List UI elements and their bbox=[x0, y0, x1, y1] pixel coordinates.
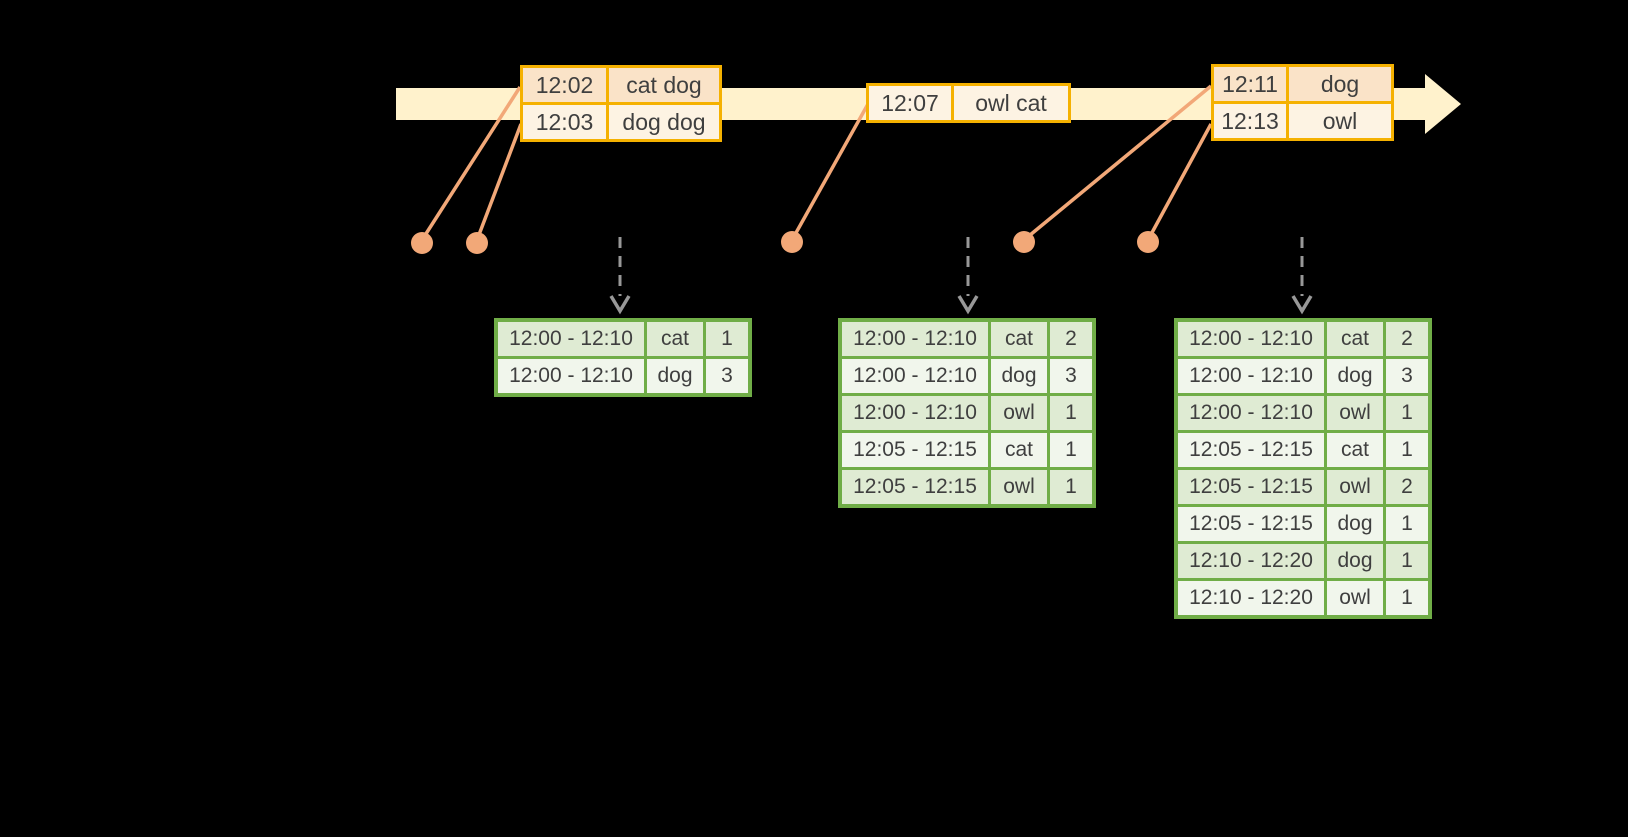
result-word: dog bbox=[1327, 507, 1383, 541]
result-word: cat bbox=[1327, 322, 1383, 356]
result-window: 12:05 - 12:15 bbox=[842, 470, 988, 504]
event-table-3: 12:11 dog 12:13 owl bbox=[1211, 64, 1394, 141]
event-words: dog bbox=[1289, 67, 1391, 101]
result-word: cat bbox=[1327, 433, 1383, 467]
result-count: 3 bbox=[1050, 359, 1092, 393]
event-time: 12:02 bbox=[523, 68, 606, 102]
result-word: owl bbox=[991, 470, 1047, 504]
result-count: 3 bbox=[1386, 359, 1428, 393]
result-word: cat bbox=[647, 322, 703, 356]
result-word: owl bbox=[1327, 581, 1383, 615]
result-window: 12:00 - 12:10 bbox=[842, 396, 988, 430]
trigger-arrowhead-icon bbox=[1291, 295, 1313, 315]
result-window: 12:00 - 12:10 bbox=[842, 359, 988, 393]
result-word: cat bbox=[991, 433, 1047, 467]
result-window: 12:05 - 12:15 bbox=[1178, 433, 1324, 467]
result-window: 12:00 - 12:10 bbox=[1178, 396, 1324, 430]
event-words: owl cat bbox=[954, 86, 1068, 120]
result-count: 1 bbox=[1050, 433, 1092, 467]
event-connector-line bbox=[790, 103, 870, 241]
result-word: cat bbox=[991, 322, 1047, 356]
result-table-1: 12:00 - 12:10 cat 1 12:00 - 12:10 dog 3 bbox=[494, 318, 752, 397]
event-connector-line bbox=[475, 123, 523, 241]
event-dot-icon bbox=[411, 232, 433, 254]
event-table-2: 12:07 owl cat bbox=[866, 83, 1071, 123]
event-words: dog dog bbox=[609, 105, 719, 139]
event-dot-icon bbox=[1137, 231, 1159, 253]
result-window: 12:05 - 12:15 bbox=[1178, 470, 1324, 504]
result-window: 12:00 - 12:10 bbox=[1178, 322, 1324, 356]
result-count: 1 bbox=[1386, 544, 1428, 578]
timeline-arrowhead-icon bbox=[1425, 74, 1461, 134]
event-connector-line bbox=[1146, 123, 1213, 241]
result-window: 12:10 - 12:20 bbox=[1178, 544, 1324, 578]
result-count: 1 bbox=[1050, 470, 1092, 504]
result-table-3: 12:00 - 12:10 cat 2 12:00 - 12:10 dog 3 … bbox=[1174, 318, 1432, 619]
event-time: 12:13 bbox=[1214, 104, 1286, 138]
result-count: 2 bbox=[1386, 470, 1428, 504]
event-words: cat dog bbox=[609, 68, 719, 102]
event-words: owl bbox=[1289, 104, 1391, 138]
trigger-arrowhead-icon bbox=[957, 295, 979, 315]
result-count: 1 bbox=[706, 322, 748, 356]
result-word: owl bbox=[1327, 470, 1383, 504]
result-window: 12:00 - 12:10 bbox=[498, 359, 644, 393]
result-window: 12:05 - 12:15 bbox=[1178, 507, 1324, 541]
event-dot-icon bbox=[1013, 231, 1035, 253]
result-window: 12:00 - 12:10 bbox=[1178, 359, 1324, 393]
result-count: 2 bbox=[1386, 322, 1428, 356]
result-window: 12:05 - 12:15 bbox=[842, 433, 988, 467]
result-window: 12:00 - 12:10 bbox=[842, 322, 988, 356]
result-word: dog bbox=[991, 359, 1047, 393]
result-window: 12:10 - 12:20 bbox=[1178, 581, 1324, 615]
result-word: dog bbox=[647, 359, 703, 393]
event-table-1: 12:02 cat dog 12:03 dog dog bbox=[520, 65, 722, 142]
result-count: 1 bbox=[1386, 433, 1428, 467]
result-count: 1 bbox=[1386, 507, 1428, 541]
event-time: 12:11 bbox=[1214, 67, 1286, 101]
result-word: owl bbox=[1327, 396, 1383, 430]
event-time: 12:07 bbox=[869, 86, 951, 120]
event-connector-line bbox=[420, 86, 522, 241]
result-word: dog bbox=[1327, 359, 1383, 393]
result-table-2: 12:00 - 12:10 cat 2 12:00 - 12:10 dog 3 … bbox=[838, 318, 1096, 508]
result-window: 12:00 - 12:10 bbox=[498, 322, 644, 356]
result-count: 1 bbox=[1386, 396, 1428, 430]
event-time: 12:03 bbox=[523, 105, 606, 139]
event-dot-icon bbox=[781, 231, 803, 253]
event-dot-icon bbox=[466, 232, 488, 254]
result-count: 3 bbox=[706, 359, 748, 393]
result-count: 1 bbox=[1386, 581, 1428, 615]
result-count: 1 bbox=[1050, 396, 1092, 430]
trigger-arrowhead-icon bbox=[609, 295, 631, 315]
result-count: 2 bbox=[1050, 322, 1092, 356]
result-word: dog bbox=[1327, 544, 1383, 578]
result-word: owl bbox=[991, 396, 1047, 430]
event-connector-line bbox=[1022, 84, 1213, 242]
